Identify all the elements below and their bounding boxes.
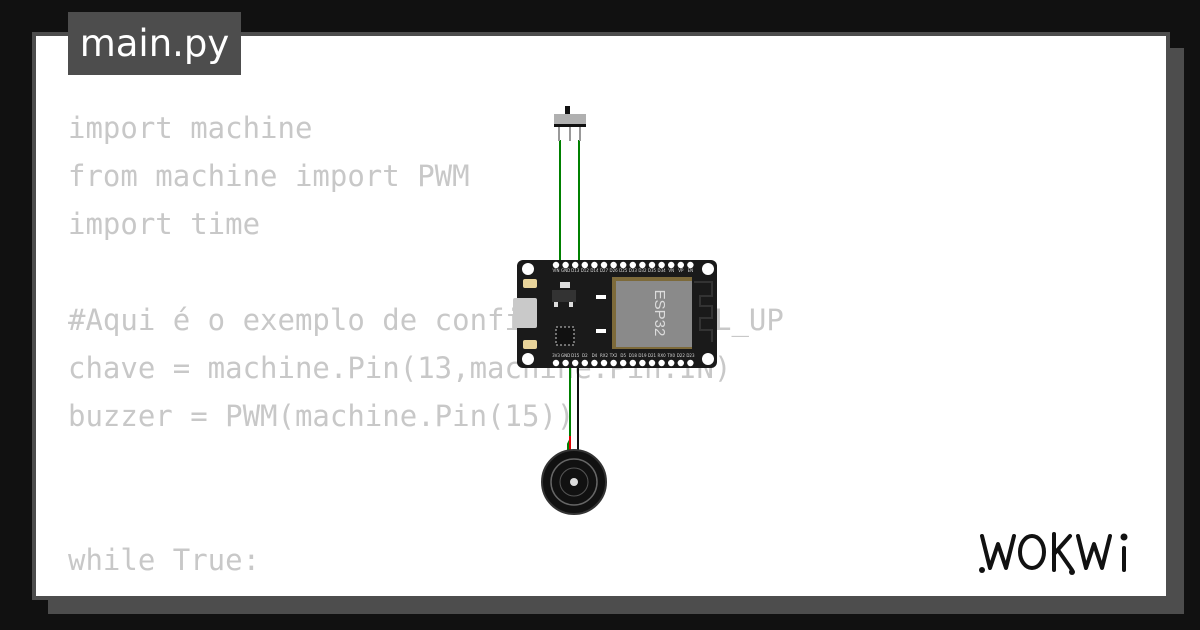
pin-label: GND	[561, 268, 570, 273]
file-tab-main-py[interactable]: main.py	[68, 12, 241, 75]
pin-bottom-3v3[interactable]	[552, 359, 560, 367]
pin-label: VP	[678, 268, 684, 273]
wires	[559, 140, 580, 452]
code-line: while True:	[68, 543, 261, 577]
pin-bottom-d4[interactable]	[591, 359, 598, 367]
code-line: import time	[68, 207, 261, 241]
pin-bottom-tx0[interactable]	[668, 359, 675, 367]
pin-label: VIN	[553, 268, 560, 273]
pin-bottom-d22[interactable]	[677, 359, 684, 367]
pin-label: D34	[658, 268, 667, 273]
pin-bottom-d2[interactable]	[581, 359, 588, 367]
pin-label: D19	[638, 353, 647, 358]
code-line: import machine	[68, 111, 313, 145]
pin-bottom-rx2[interactable]	[600, 359, 608, 367]
pin-label: D15	[571, 353, 580, 358]
pin-label: D18	[629, 353, 638, 358]
pin-top-d32[interactable]	[639, 261, 646, 269]
pin-bottom-d18[interactable]	[629, 359, 636, 367]
esp32-board-icon[interactable]: ESP32	[513, 260, 717, 368]
pin-label: D26	[610, 268, 619, 273]
pin-label: D35	[648, 268, 657, 273]
pin-label: D4	[592, 353, 598, 358]
pin-label: D27	[600, 268, 609, 273]
pin-top-d12[interactable]	[581, 261, 588, 269]
pin-top-d27[interactable]	[600, 261, 608, 269]
pin-top-d25[interactable]	[620, 261, 627, 269]
pin-top-d33[interactable]	[629, 261, 636, 269]
code-line: from machine import PWM	[68, 159, 470, 193]
piezo-buzzer-icon[interactable]	[541, 449, 607, 515]
esp32-chip-label: ESP32	[651, 290, 668, 337]
pin-label: RX2	[600, 353, 609, 358]
pin-top-d26[interactable]	[610, 261, 617, 269]
pin-label: D14	[590, 268, 599, 273]
pin-label: EN	[688, 268, 694, 273]
pin-label: D32	[638, 268, 647, 273]
pin-bottom-gnd[interactable]	[562, 359, 569, 367]
pin-label: RX0	[658, 353, 667, 358]
slide-switch-icon[interactable]	[554, 106, 586, 141]
pin-label: D13	[571, 268, 580, 273]
wokwi-logo	[979, 532, 1128, 575]
pin-bottom-d19[interactable]	[639, 359, 646, 367]
pin-bottom-d21[interactable]	[648, 359, 656, 367]
pin-label: D33	[629, 268, 638, 273]
pin-label: D21	[648, 353, 657, 358]
pin-label: GND	[561, 353, 570, 358]
pin-bottom-rx0[interactable]	[658, 359, 665, 367]
pin-label: VN	[668, 268, 674, 273]
pin-label: D12	[581, 268, 590, 273]
pin-top-vp[interactable]	[677, 261, 684, 269]
pin-label: 3V3	[552, 353, 560, 358]
pin-label: D2	[582, 353, 588, 358]
pin-bottom-d15[interactable]	[572, 359, 579, 367]
pin-label: D25	[619, 268, 628, 273]
pin-top-d35[interactable]	[648, 261, 656, 269]
pin-label: TX2	[609, 353, 618, 358]
pin-top-d14[interactable]	[591, 261, 598, 269]
pin-bottom-tx2[interactable]	[610, 359, 617, 367]
pin-label: D23	[686, 353, 695, 358]
pin-top-en[interactable]	[687, 261, 694, 269]
pin-label: D22	[677, 353, 686, 358]
pin-bottom-d23[interactable]	[687, 359, 694, 367]
pin-top-gnd[interactable]	[562, 261, 569, 269]
pin-label: TX0	[666, 353, 675, 358]
code-line: buzzer = PWM(machine.Pin(15))	[68, 399, 575, 433]
pin-top-vn[interactable]	[668, 261, 675, 269]
pin-top-vin[interactable]	[552, 261, 560, 269]
pin-top-d34[interactable]	[658, 261, 665, 269]
pin-top-d13[interactable]	[572, 261, 579, 269]
pin-label: D5	[620, 353, 626, 358]
pin-bottom-d5[interactable]	[620, 359, 627, 367]
